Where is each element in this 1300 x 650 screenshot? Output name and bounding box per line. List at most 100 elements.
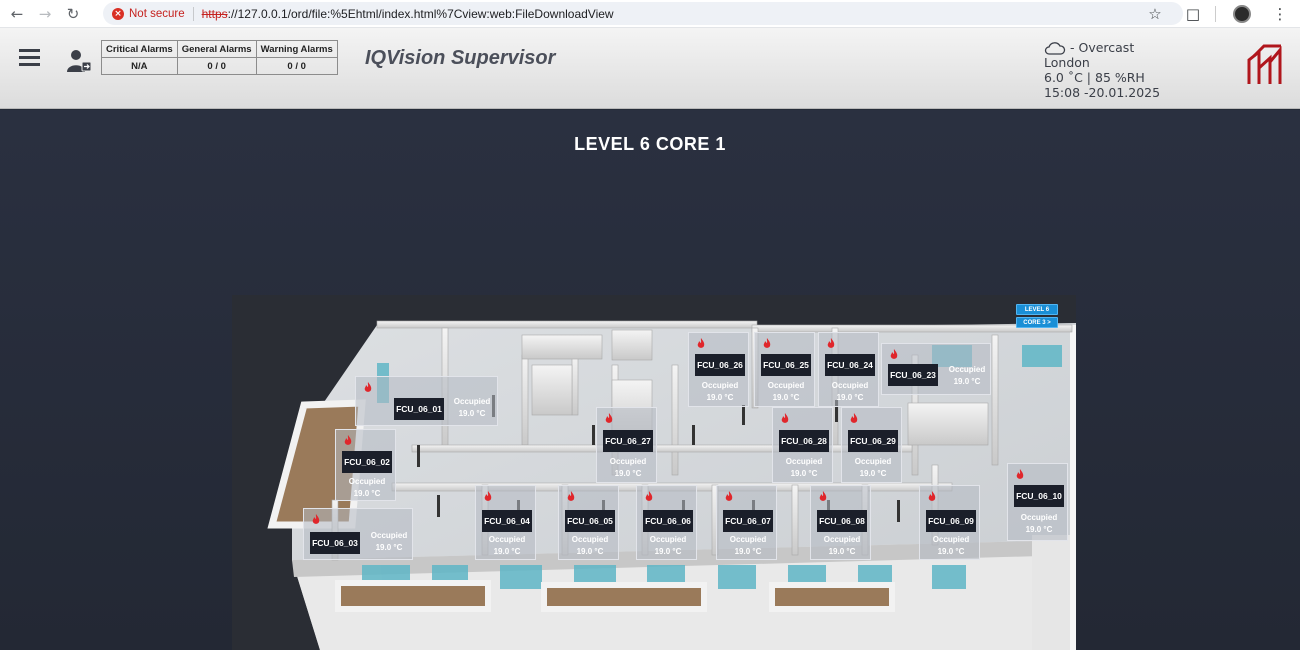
browser-toolbar: ← → ↻ × Not secure https://127.0.0.1/ord…	[0, 0, 1300, 28]
flame-icon	[763, 338, 771, 348]
fcu-status: Occupied 19.0 °C	[482, 534, 532, 558]
fcu-temperature: 19.0 °C	[458, 409, 486, 418]
cloud-icon	[1044, 41, 1066, 55]
fcu-temperature: 19.0 °C	[353, 489, 381, 498]
extensions-icon[interactable]: □	[1185, 5, 1201, 23]
reload-icon[interactable]: ↻	[66, 4, 80, 23]
fcu-name: FCU_06_29	[848, 430, 898, 452]
flame-icon	[645, 491, 653, 501]
bookmark-star-icon[interactable]: ☆	[1148, 5, 1162, 23]
flame-icon	[364, 382, 372, 392]
flame-icon	[312, 514, 320, 524]
fcu-name: FCU_06_27	[603, 430, 653, 452]
fcu-name: FCU_06_07	[723, 510, 773, 532]
url-scheme: https	[201, 6, 228, 21]
url-divider	[192, 6, 194, 21]
warning-icon: ×	[112, 7, 124, 20]
fcu-occupancy: Occupied	[948, 365, 986, 374]
level-6-button[interactable]: LEVEL 6	[1016, 304, 1058, 315]
forward-arrow-icon[interactable]: →	[38, 4, 52, 23]
user-logout-icon[interactable]	[66, 48, 92, 74]
fcu-temperature: 19.0 °C	[953, 377, 981, 386]
fcu-temperature: 19.0 °C	[375, 543, 403, 552]
fcu-name: FCU_06_24	[825, 354, 875, 376]
fcu-name: FCU_06_26	[695, 354, 745, 376]
profile-avatar[interactable]	[1230, 2, 1254, 26]
url-text[interactable]: https://127.0.0.1/ord/file:%5Ehtml/index…	[202, 7, 614, 21]
fcu-temperature: 19.0 °C	[493, 547, 521, 556]
flame-icon	[850, 413, 858, 423]
fcu-occupancy: Occupied	[488, 535, 526, 544]
fcu-name: FCU_06_10	[1014, 485, 1064, 507]
warning-alarms-header: Warning Alarms	[255, 40, 338, 58]
fcu-temperature: 19.0 °C	[828, 547, 856, 556]
fcu-occupancy: Occupied	[1020, 513, 1058, 522]
page-title: LEVEL 6 CORE 1	[574, 134, 726, 154]
flame-icon	[697, 338, 705, 348]
fcu-temperature: 19.0 °C	[772, 393, 800, 402]
fcu-temperature: 19.0 °C	[576, 547, 604, 556]
alarm-summary-table[interactable]: Critical Alarms General Alarms Warning A…	[101, 40, 338, 75]
weather-condition: - Overcast	[1070, 40, 1135, 55]
fcu-occupancy: Occupied	[701, 381, 739, 390]
fcu-occupancy: Occupied	[453, 397, 491, 406]
fcu-occupancy: Occupied	[370, 531, 408, 540]
flame-icon	[484, 491, 492, 501]
fcu-temperature: 19.0 °C	[734, 547, 762, 556]
fcu-temperature: 19.0 °C	[1025, 525, 1053, 534]
fcu-name: FCU_06_25	[761, 354, 811, 376]
fcu-widget[interactable]: FCU_06_03 Occupied 19.0 °C	[303, 508, 413, 560]
critical-alarms-value[interactable]: N/A	[101, 57, 178, 75]
more-menu-icon[interactable]: ⋮	[1272, 5, 1288, 23]
weather-datetime: 15:08 -20.01.2025	[1044, 85, 1161, 100]
fcu-occupancy: Occupied	[823, 535, 861, 544]
core-3-button[interactable]: CORE 3 >	[1016, 317, 1058, 328]
fcu-occupancy: Occupied	[609, 457, 647, 466]
warning-alarms-value[interactable]: 0 / 0	[255, 57, 338, 75]
security-label: Not secure	[129, 7, 185, 20]
building-logo-icon	[1247, 44, 1282, 84]
fcu-name: FCU_06_03	[310, 532, 360, 554]
url-path: ://127.0.0.1/ord/file:%5Ehtml/index.html…	[227, 6, 614, 21]
hamburger-menu-icon[interactable]	[19, 49, 40, 70]
back-arrow-icon[interactable]: ←	[10, 4, 24, 23]
security-chip[interactable]: × Not secure	[112, 7, 185, 20]
fcu-temperature: 19.0 °C	[836, 393, 864, 402]
fcu-name: FCU_06_01	[394, 398, 444, 420]
fcu-widget[interactable]: FCU_06_01 Occupied 19.0 °C	[355, 376, 498, 426]
fcu-occupancy: Occupied	[571, 535, 609, 544]
fcu-widget[interactable]: FCU_06_23 Occupied 19.0 °C	[881, 343, 991, 395]
fcu-occupancy: Occupied	[729, 535, 767, 544]
flame-icon	[567, 491, 575, 501]
weather-panel: - Overcast London 6.0 ˚C | 85 %RH 15:08 …	[1044, 40, 1160, 100]
fcu-temperature: 19.0 °C	[654, 547, 682, 556]
general-alarms-value[interactable]: 0 / 0	[176, 57, 257, 75]
address-bar[interactable]: × Not secure https://127.0.0.1/ord/file:…	[103, 2, 1183, 25]
fcu-occupancy: Occupied	[767, 381, 805, 390]
fcu-name: FCU_06_23	[888, 364, 938, 386]
fcu-status: Occupied 19.0 °C	[761, 380, 811, 404]
flame-icon	[1016, 469, 1024, 479]
fcu-occupancy: Occupied	[932, 535, 970, 544]
fcu-occupancy: Occupied	[854, 457, 892, 466]
